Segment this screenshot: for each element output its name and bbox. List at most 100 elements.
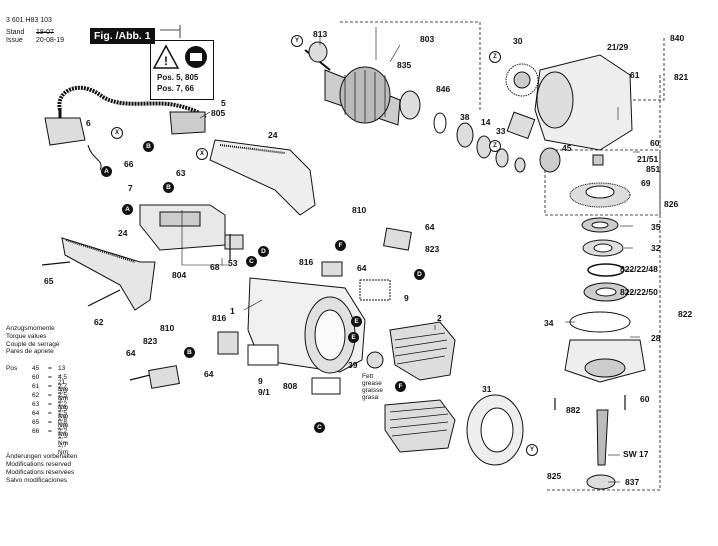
part-68: 68 (210, 262, 220, 272)
part-66: 66 (124, 159, 134, 169)
part-35: 35 (651, 222, 661, 232)
connector-x-marker: X (196, 148, 208, 160)
spindle-stack (564, 217, 646, 490)
torque-heading-de: Anzugsmomente (6, 325, 55, 332)
gear-housing (505, 54, 633, 151)
connector-y-marker: Y (526, 444, 538, 456)
warning-pos-2: Pos. 7, 66 (157, 84, 194, 93)
field-coil-lower (384, 399, 456, 453)
grease-label-es: grasa (362, 394, 379, 401)
part-28: 28 (651, 333, 661, 343)
torque-value: 13 – 21 Nm (58, 365, 69, 393)
small-parts (148, 227, 412, 395)
connector-b-badge: B (143, 141, 154, 152)
warning-icon: ! (152, 44, 207, 69)
torque-pos: 66 (32, 428, 40, 435)
part-9-top: 9 (404, 293, 409, 303)
group-frame-821 (600, 38, 665, 101)
aux-handle (61, 237, 156, 311)
part-64-top: 64 (425, 222, 435, 232)
stand-value: 18-07 (36, 29, 54, 36)
part-39: 39 (348, 360, 358, 370)
part-1: 1 (230, 306, 235, 316)
part-821: 821 (674, 72, 689, 82)
part-810-top: 810 (352, 205, 367, 215)
part-803: 803 (420, 34, 435, 44)
torque-heading-en: Torque values (6, 332, 47, 340)
power-cord (44, 85, 207, 146)
bearing-parts (433, 111, 536, 173)
part-851: 851 (646, 164, 661, 174)
air-guide-ring (466, 394, 524, 466)
part-846: 846 (436, 84, 451, 94)
note-de: Änderungen vorbehalten (6, 453, 78, 460)
connector-c-badge: C (314, 422, 325, 433)
part-822: 822 (678, 309, 693, 319)
note-fr: Modifications réservées (6, 469, 75, 476)
torque-pos: 65 (32, 419, 40, 426)
torque-row: Pos 45 = 13 – 21 Nm (6, 365, 69, 393)
connector-e-badge: E (351, 316, 362, 327)
connector-d-badge: D (258, 246, 269, 257)
group-frame-822 (545, 75, 661, 491)
part-53: 53 (228, 258, 238, 268)
pinion (539, 147, 604, 173)
torque-heading-es: Pares de apriete (6, 348, 54, 356)
connector-z-marker: Z (489, 140, 501, 152)
warning-pos-1: Pos. 5, 805 (157, 73, 199, 82)
part-34: 34 (544, 318, 554, 328)
part-60-low: 60 (640, 394, 650, 404)
part-63: 63 (176, 168, 186, 178)
part-840: 840 (670, 33, 685, 43)
part-69: 69 (641, 178, 651, 188)
part-9-low: 9 (258, 376, 263, 386)
part-21-29: 21/29 (607, 42, 629, 52)
connector-a-badge: A (122, 204, 133, 215)
issue-label: Issue (6, 37, 23, 44)
part-64-low: 64 (204, 369, 214, 379)
figure-title: Fig. /Abb. 1 (90, 28, 155, 44)
part-2: 2 (437, 313, 442, 323)
connector-y-marker: Y (291, 35, 303, 47)
torque-pos: 61 (32, 383, 40, 390)
field-coil (389, 321, 456, 381)
part-64-left: 64 (126, 348, 136, 358)
part-6: 6 (86, 118, 91, 128)
grease-label-de: Fett (362, 373, 374, 380)
wire-x (87, 144, 102, 171)
torque-pos: 64 (32, 410, 40, 417)
part-24-handle: 24 (268, 130, 278, 140)
part-45: 45 (562, 143, 572, 153)
torque-pos: 62 (32, 392, 40, 399)
connector-f-badge: F (395, 381, 406, 392)
group-frame-803 (340, 21, 481, 110)
connector-e-badge: E (348, 332, 359, 343)
part-30: 30 (513, 36, 523, 46)
torque-value: 1,5 – 2,0 Nm (58, 410, 69, 438)
torque-value: 2,7 – 3,7 Nm (58, 383, 69, 411)
part-60-top: 60 (650, 138, 660, 148)
stand-label: Stand (6, 29, 25, 36)
bevel-gear (569, 182, 631, 208)
torque-pos: 60 (32, 374, 40, 381)
part-826: 826 (664, 199, 679, 209)
torque-heading-fr: Couple de serrage (6, 340, 60, 348)
svg-text:!: ! (164, 54, 168, 68)
torque-value: 2,5 – 3,5 Nm (58, 392, 69, 420)
part-21-51: 21/51 (637, 154, 659, 164)
modification-notes: Änderungen vorbehalten Modifications res… (6, 453, 77, 485)
part-822-22-50: 822/22/50 (620, 287, 658, 297)
part-61: 61 (630, 70, 640, 80)
part-7: 7 (128, 183, 133, 193)
warning-box: ! Pos. 5, 805 Pos. 7, 66 (150, 40, 214, 100)
screws (41, 234, 626, 410)
part-64-mid: 64 (357, 263, 367, 273)
part-804: 804 (172, 270, 187, 280)
sw-17: SW 17 (623, 449, 649, 459)
torque-pos-label: Pos (6, 365, 18, 372)
connector-a-badge: A (101, 166, 112, 177)
part-31: 31 (482, 384, 492, 394)
part-823-top: 823 (425, 244, 440, 254)
part-33: 33 (496, 126, 506, 136)
